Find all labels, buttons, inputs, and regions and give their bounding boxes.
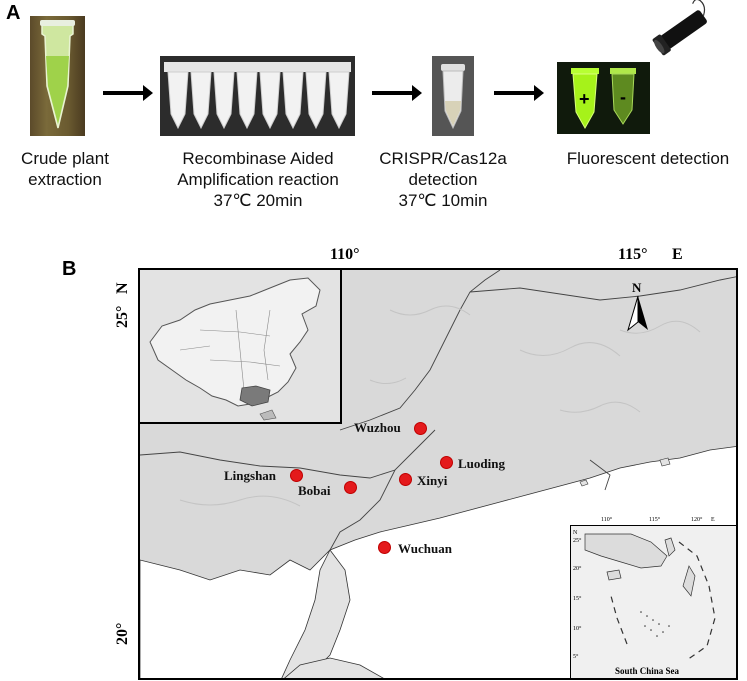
scs-lat-tick-15: 15° [573, 596, 582, 602]
site-marker-lingshan [290, 469, 303, 482]
lat-label-20: 20° [114, 622, 131, 645]
map-frame: N Wuzhou Luoding Xinyi Lingshan Bobai Wu… [138, 268, 738, 680]
north-arrow-icon [627, 296, 648, 332]
crude-extract-photo [30, 16, 85, 136]
scs-label: South China Sea [615, 666, 680, 676]
step-4-line1: Fluorescent detection [566, 149, 730, 168]
city-label-luoding: Luoding [458, 456, 505, 471]
scs-lon-tick-e: E [711, 517, 715, 523]
flow-arrow-2 [372, 85, 422, 101]
step-3-line3: 37℃ 10min [398, 191, 488, 210]
step-1-line1: Crude plant [21, 149, 109, 168]
site-marker-wuchuan [378, 541, 391, 554]
step-3-line1: CRISPR/Cas12a [379, 149, 507, 168]
step-2-label: Recombinase Aided Amplification reaction… [158, 148, 358, 211]
fluorescence-photo: + - [557, 62, 650, 134]
scs-lat-tick-10: 10° [573, 626, 582, 632]
north-label: N [632, 280, 642, 295]
crispr-tube-photo [432, 56, 474, 136]
scs-lon-tick-115: 115° [649, 517, 661, 523]
scs-lat-tick-20: 20° [573, 566, 582, 572]
site-marker-bobai [344, 481, 357, 494]
positive-sign: + [579, 89, 590, 109]
site-marker-luoding [440, 456, 453, 469]
lon-label-e: E [672, 246, 683, 263]
site-marker-xinyi [399, 473, 412, 486]
panel-a-letter: A [6, 2, 21, 24]
negative-sign: - [620, 87, 626, 107]
step-4-label: Fluorescent detection [553, 148, 743, 169]
china-outline [149, 277, 321, 421]
south-china-sea-inset: 110° 115° 120° E N 25° 20° 15° 10° 5° So… [570, 517, 736, 678]
lon-label-115: 115° [618, 246, 648, 263]
scs-lon-tick-110: 110° [601, 517, 613, 523]
city-label-xinyi: Xinyi [417, 473, 448, 488]
crispr-tube-icon [432, 56, 474, 136]
scs-map-outline [584, 533, 716, 661]
panel-b-letter: B [62, 258, 77, 280]
step-3-label: CRISPR/Cas12a detection 37℃ 10min [378, 148, 508, 211]
scs-lat-tick-5: 5° [573, 654, 579, 660]
lat-label-n: N [114, 282, 131, 294]
flashlight-icon [652, 0, 707, 56]
rpa-strip-tubes-photo [160, 56, 355, 136]
flow-arrow-1 [103, 85, 153, 101]
lat-label-25: 25° [114, 305, 131, 328]
city-label-wuchuan: Wuchuan [398, 541, 452, 556]
strip-tubes-icon [160, 56, 355, 136]
extract-tube-icon [40, 20, 75, 129]
scs-lat-tick-25: 25° [573, 538, 582, 544]
step-3-line2: detection [408, 170, 478, 189]
scs-lon-tick-120: 120° [691, 517, 703, 523]
lon-label-110: 110° [330, 246, 360, 263]
scs-lat-tick-n: N [573, 530, 578, 536]
flow-arrow-3 [494, 85, 544, 101]
step-1-line2: extraction [28, 170, 102, 189]
city-label-lingshan: Lingshan [224, 468, 277, 483]
step-1-label: Crude plant extraction [10, 148, 120, 190]
step-2-line2: Amplification reaction [177, 170, 339, 189]
site-marker-wuzhou [414, 422, 427, 435]
city-label-wuzhou: Wuzhou [354, 420, 401, 435]
city-label-bobai: Bobai [298, 483, 331, 498]
step-2-line3: 37℃ 20min [213, 191, 303, 210]
china-inset-map [140, 270, 342, 424]
study-region-highlight [239, 385, 271, 407]
step-2-line1: Recombinase Aided [182, 149, 334, 168]
fluorescent-tubes-icon [557, 62, 650, 134]
